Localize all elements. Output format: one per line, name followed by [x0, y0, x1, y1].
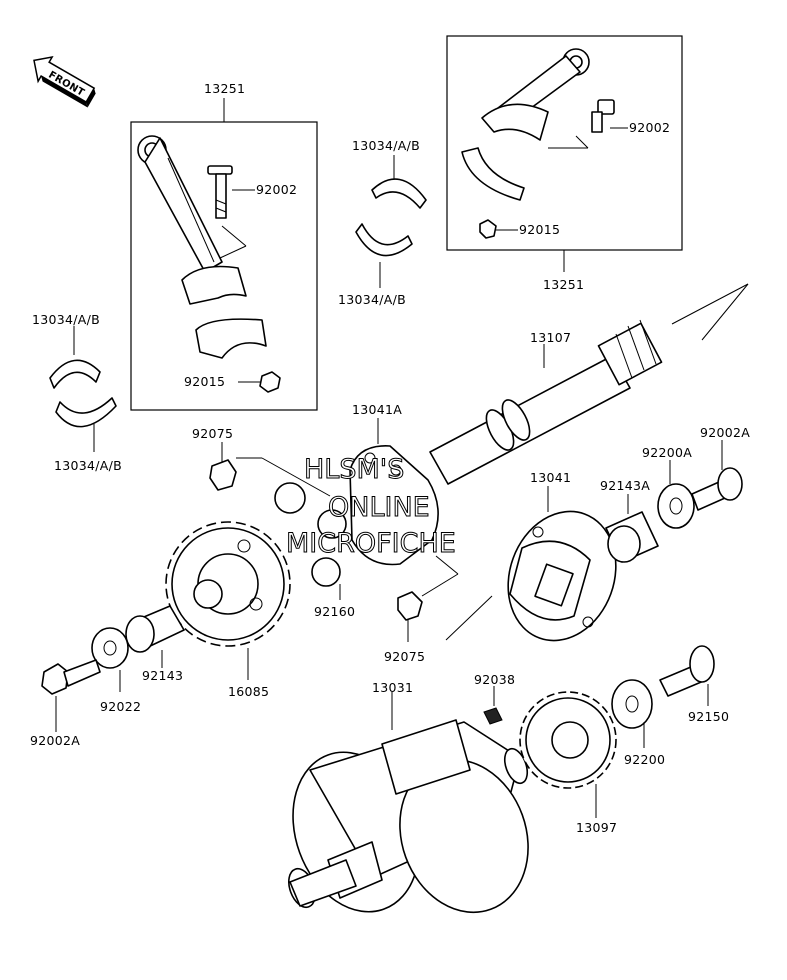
callout-92002a-right: 92002A	[700, 425, 750, 440]
pinion-92075-bottom-icon	[397, 591, 423, 621]
connecting-rod-right-group: 13251 92002 92015	[446, 35, 683, 292]
callout-13041a: 13041A	[352, 402, 402, 417]
nut-92015-left-icon	[259, 371, 281, 393]
callout-13034-left-bottom: 13034/A/B	[54, 458, 122, 473]
callout-92160: 92160	[314, 604, 355, 619]
callout-13251-right: 13251	[543, 277, 584, 292]
callout-13041: 13041	[530, 470, 571, 485]
callout-92002-left: 92002	[256, 182, 297, 197]
washer-92022-icon	[91, 627, 129, 669]
callout-13034-mid-top: 13034/A/B	[352, 138, 420, 153]
connecting-rod-left-group: 13251 92002 92015	[130, 81, 318, 411]
watermark: HLSM'S ONLINE MICROFICHE	[286, 454, 457, 560]
gear-plate-13041-icon	[507, 510, 617, 642]
callout-92002-right: 92002	[629, 120, 670, 135]
callout-92075-top: 92075	[192, 426, 233, 441]
callout-92143: 92143	[142, 668, 183, 683]
callout-92022: 92022	[100, 699, 141, 714]
nut-92015-right-icon	[479, 219, 497, 239]
pinion-92075-top-icon	[209, 459, 237, 491]
callout-16085: 16085	[228, 684, 269, 699]
connecting-rod-right-icon	[461, 48, 590, 201]
crankshaft-icon	[288, 719, 529, 914]
bushing-92143-icon	[125, 605, 185, 653]
callout-92143a: 92143A	[600, 478, 650, 493]
bolt-92002-right-icon	[591, 99, 615, 133]
watermark-line-1: HLSM'S	[304, 454, 404, 485]
callout-13097: 13097	[576, 820, 617, 835]
washer-92200-icon	[611, 679, 653, 729]
watermark-line-2: ONLINE	[328, 492, 430, 523]
bolt-92002a-left-icon	[41, 659, 101, 695]
callout-13034-left-top: 13034/A/B	[32, 312, 100, 327]
bolt-92150-icon	[659, 645, 715, 697]
callout-13034-mid-bottom: 13034/A/B	[338, 292, 406, 307]
bearing-shell-mid-top-icon	[371, 178, 427, 209]
callout-92002a-left: 92002A	[30, 733, 80, 748]
bearing-shell-left-bottom-icon	[55, 397, 117, 428]
callout-92015-right: 92015	[519, 222, 560, 237]
watermark-line-3: MICROFICHE	[286, 528, 456, 559]
callout-13107: 13107	[530, 330, 571, 345]
collars-92160-icon	[274, 482, 347, 587]
callout-92015-left: 92015	[184, 374, 225, 389]
callout-92200a: 92200A	[642, 445, 692, 460]
callout-92038: 92038	[474, 672, 515, 687]
rod-cap-icon	[195, 318, 267, 359]
bushing-92143a-icon	[605, 511, 659, 563]
callout-13251-left: 13251	[204, 81, 245, 96]
connecting-rod-icon	[137, 135, 247, 305]
crank-gear-13097-icon	[519, 691, 617, 789]
bearing-shell-left-top-icon	[49, 359, 101, 389]
bolt-92002-left-icon	[207, 165, 233, 219]
callout-92150: 92150	[688, 709, 729, 724]
bolt-92002a-right-icon	[691, 467, 743, 511]
callout-13031: 13031	[372, 680, 413, 695]
gear-plate-13041a-icon	[349, 445, 439, 566]
balancer-shaft-icon	[429, 319, 663, 485]
key-92038-icon	[483, 707, 503, 725]
bearing-shell-mid-bottom-icon	[355, 223, 413, 257]
callout-92075-bottom: 92075	[384, 649, 425, 664]
front-arrow-icon: FRONT	[33, 55, 96, 108]
callout-92200: 92200	[624, 752, 665, 767]
washer-92200a-icon	[657, 483, 695, 529]
large-gear-16085-icon	[165, 521, 291, 647]
